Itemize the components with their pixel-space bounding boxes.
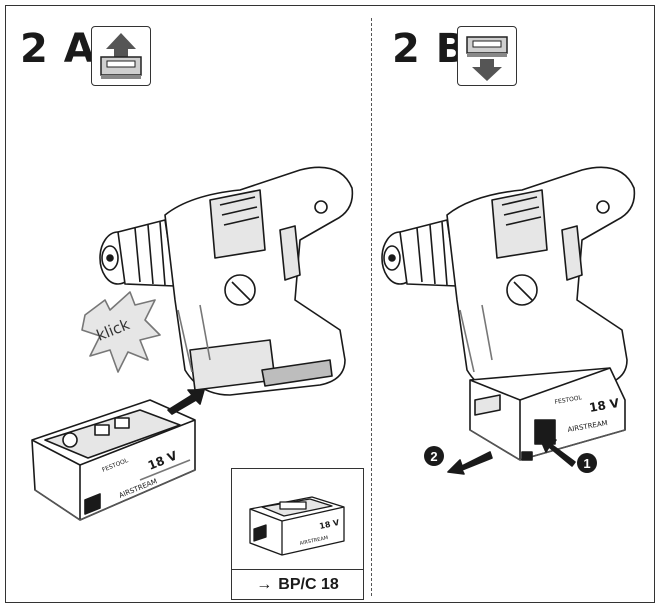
step-label-2a: 2 A xyxy=(20,26,96,72)
step-label-2b: 2 B xyxy=(392,26,468,72)
battery-remove-down-icon xyxy=(457,26,517,86)
battery-insert-up-icon xyxy=(91,26,151,86)
manual-page-frame xyxy=(5,5,655,603)
battery-model-caption: → BP/C 18 xyxy=(232,569,363,599)
battery-pack-right xyxy=(469,367,626,461)
battery-pack-left xyxy=(31,399,196,521)
rotary-hammer-left xyxy=(99,166,354,396)
arrow-right-icon: → xyxy=(256,575,273,593)
battery-inset: 18 V AIRSTREAM → BP/C 18 xyxy=(231,468,364,600)
inset-battery-voltage: 18 V xyxy=(319,518,341,531)
klick-burst xyxy=(81,291,161,373)
callout-1-label: 1 xyxy=(583,456,590,471)
inset-battery-brand: AIRSTREAM xyxy=(299,535,329,547)
callout-2: 2 xyxy=(424,446,444,466)
panel-divider xyxy=(371,18,372,596)
battery-inset-illustration: 18 V AIRSTREAM xyxy=(249,496,345,556)
callout-1: 1 xyxy=(577,453,597,473)
battery-right-mark: FESTOOL xyxy=(554,394,583,406)
rotary-hammer-right xyxy=(381,166,636,396)
callout-2-label: 2 xyxy=(430,449,437,464)
battery-right-voltage: 18 V xyxy=(588,396,621,415)
battery-model-label: BP/C 18 xyxy=(278,575,339,593)
